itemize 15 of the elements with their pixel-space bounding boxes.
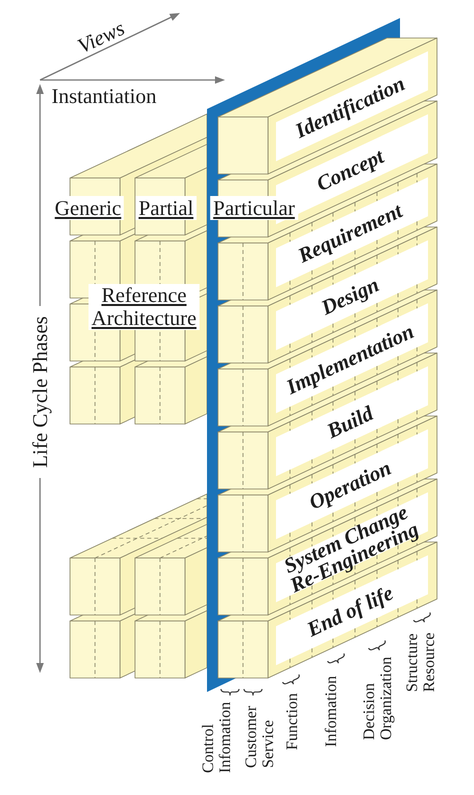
view-label: Infomation <box>323 676 340 747</box>
view-label: Structure Resource <box>404 632 438 692</box>
view-label: Control Infomation <box>200 702 234 773</box>
axis-label: Instantiation <box>52 84 156 108</box>
phase-label: Design <box>318 274 382 318</box>
column-label: Partial <box>136 196 196 220</box>
view-label: Decision Organization <box>361 656 395 740</box>
view-label: Function <box>284 693 301 750</box>
view-label: Customer Service <box>243 706 277 768</box>
region-label: Reference Architecture <box>88 284 200 330</box>
column-label: Generic <box>52 196 124 220</box>
phase-label: Build <box>324 402 376 442</box>
column-label: Particular <box>210 196 298 220</box>
axis-label: Views <box>74 16 128 58</box>
axis-label: Life Cycle Phases <box>28 316 52 468</box>
